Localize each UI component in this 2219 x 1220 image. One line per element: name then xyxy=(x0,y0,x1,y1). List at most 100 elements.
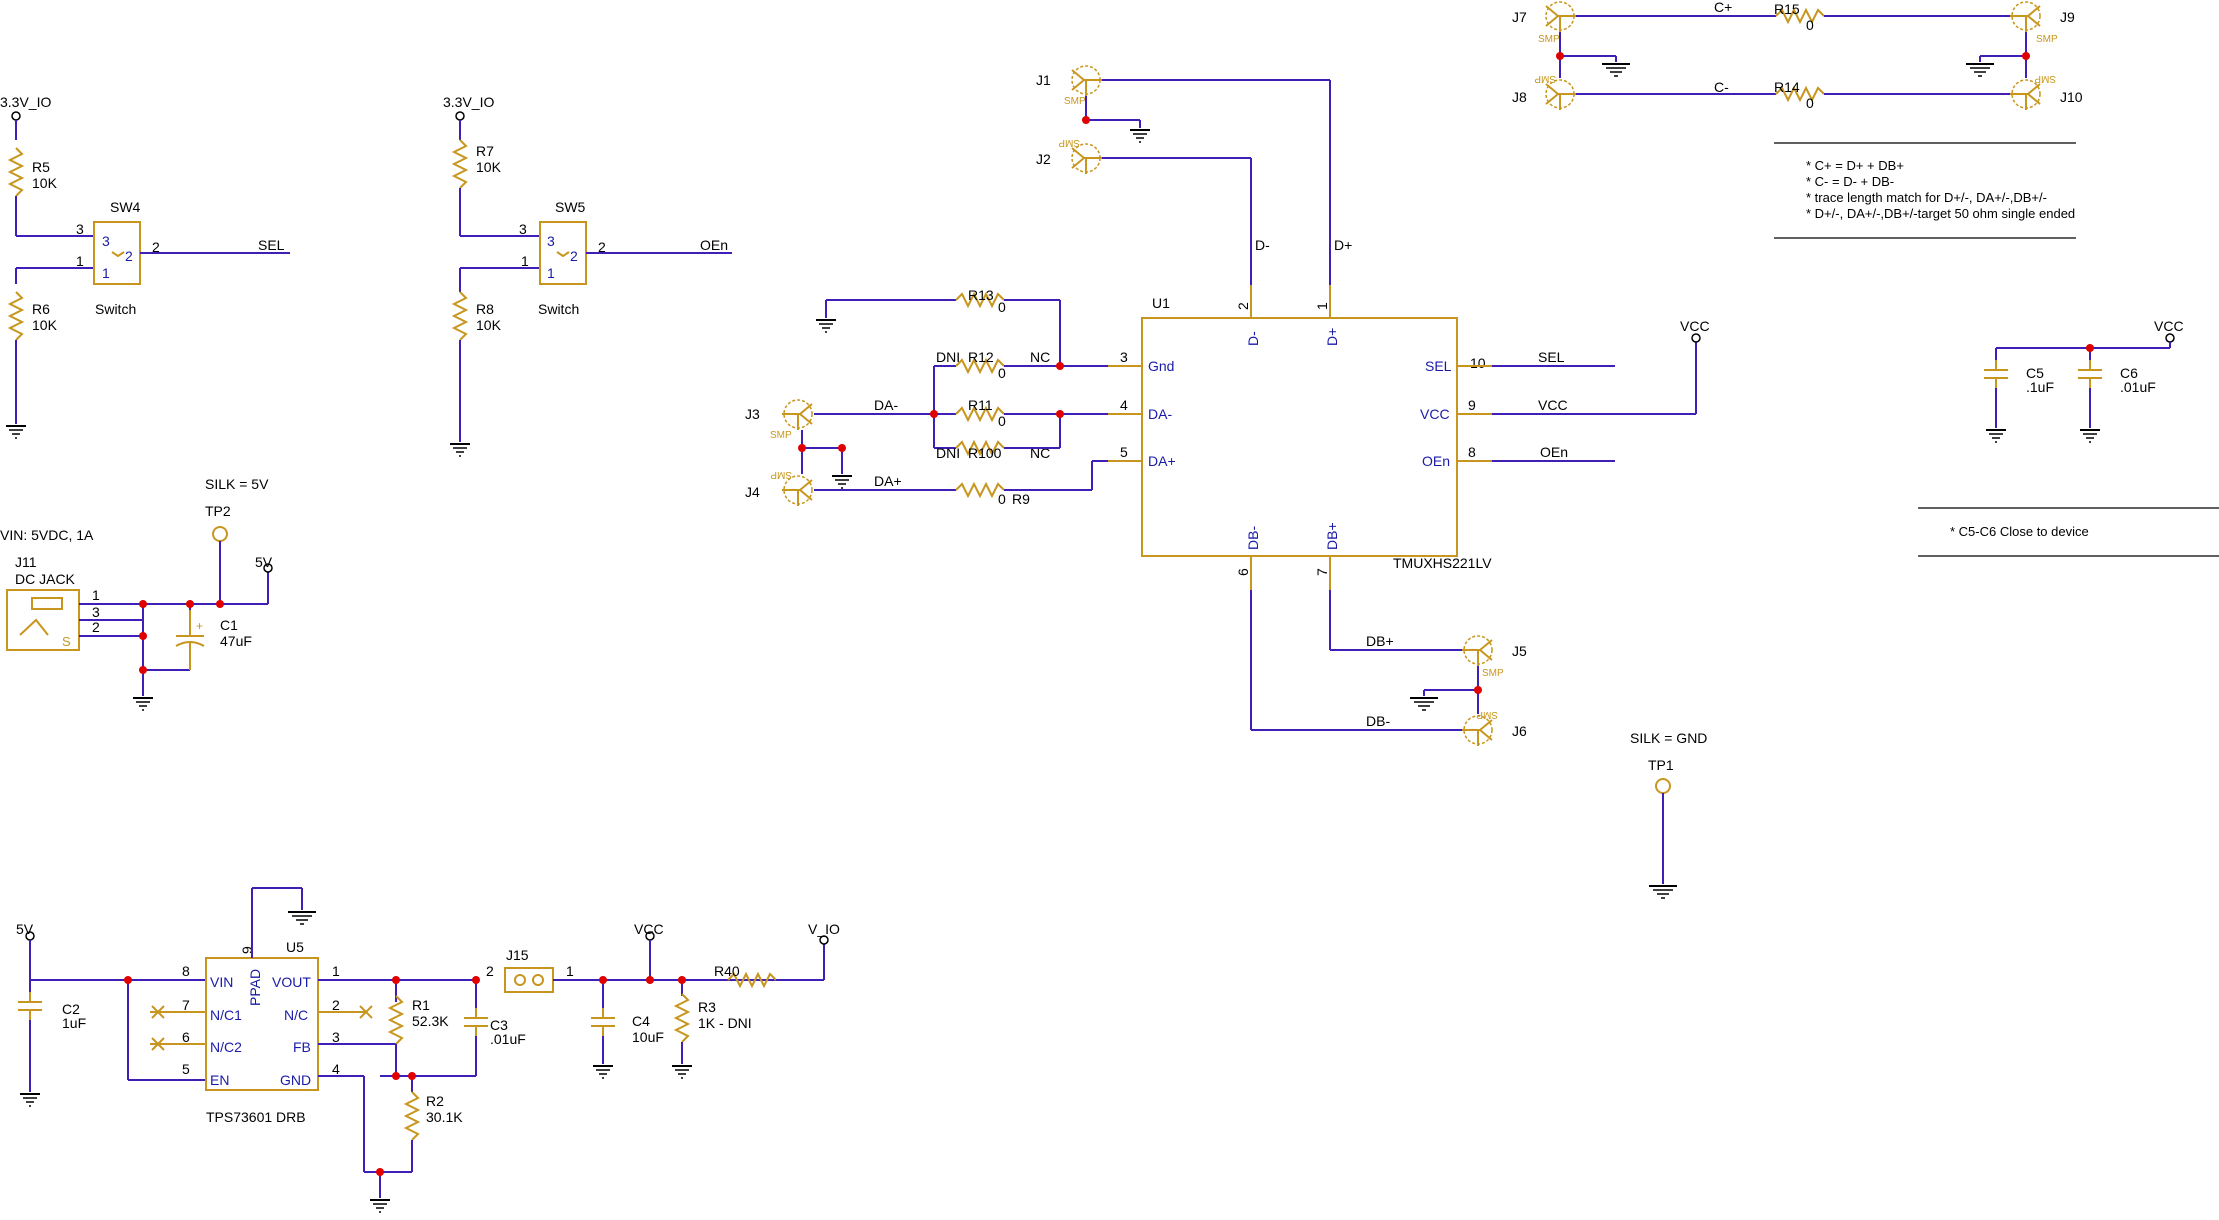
sw5-pin2: 2 xyxy=(598,239,606,255)
u5-pin-vout: VOUT xyxy=(272,974,311,990)
net-label-dbp: DB+ xyxy=(1366,633,1394,649)
r1-ref: R1 xyxy=(412,997,430,1013)
sw4-body xyxy=(93,221,141,285)
c5-c6-section: VCC C5 .1uF C6 .01uF xyxy=(1983,318,2184,443)
u1-num8: 8 xyxy=(1468,444,1476,460)
sw5-pin3: 3 xyxy=(519,221,527,237)
net-label-3v3-a: 3.3V_IO xyxy=(0,94,51,110)
u5-num6: 6 xyxy=(182,1029,190,1045)
u5-num1: 1 xyxy=(332,963,340,979)
r3-value: 1K - DNI xyxy=(698,1015,752,1031)
j6-smp: SMP xyxy=(1476,709,1498,720)
net-label-oen-u1: OEn xyxy=(1540,444,1568,460)
net-label-dp: D+ xyxy=(1334,237,1352,253)
u5-regulator: 5V C2 1uF U5 TPS73601 DRB VIN N/C1 N/C2 … xyxy=(16,887,840,1213)
j10-smp: SMP xyxy=(2034,73,2056,84)
r5-ref: R5 xyxy=(32,159,50,175)
u5-num7: 7 xyxy=(182,997,190,1013)
note-caps: * C5-C6 Close to device xyxy=(1950,524,2089,539)
silk-5v-note: SILK = 5V xyxy=(205,476,269,492)
r15-value: 0 xyxy=(1806,17,1814,33)
tp1-ref: TP1 xyxy=(1648,757,1674,773)
u1-num9: 9 xyxy=(1468,397,1476,413)
net-label-vcc-u1: VCC xyxy=(1538,397,1568,413)
u1-num4: 4 xyxy=(1120,397,1128,413)
j5-smp: SMP xyxy=(1482,668,1504,679)
sw4-pin1: 1 xyxy=(76,253,84,269)
r11-ref: R11 xyxy=(968,397,993,413)
tp1-section: SILK = GND TP1 xyxy=(1630,730,1707,899)
c5-ref: C5 xyxy=(2026,365,2044,381)
j3-ref: J3 xyxy=(745,406,760,422)
j11-pin3: 3 xyxy=(92,604,100,620)
net-label-3v3-b: 3.3V_IO xyxy=(443,94,494,110)
c5-value: .1uF xyxy=(2026,379,2054,395)
net-label-vcc-top: VCC xyxy=(1680,318,1710,334)
sw5-inner2: 2 xyxy=(570,248,578,264)
u1-num3: 3 xyxy=(1120,349,1128,365)
net-label-oen-sw5: OEn xyxy=(700,237,728,253)
c2-value: 1uF xyxy=(62,1015,86,1031)
u5-num5: 5 xyxy=(182,1061,190,1077)
r1-value: 52.3K xyxy=(412,1013,449,1029)
u1-pin-dm: D- xyxy=(1245,331,1261,346)
u1-pin-dbp: DB+ xyxy=(1324,522,1340,550)
r2-value: 30.1K xyxy=(426,1109,463,1125)
note-1: * C+ = D+ + DB+ xyxy=(1806,158,1904,173)
r15-ref: R15 xyxy=(1774,1,1800,17)
net-label-dap: DA+ xyxy=(874,473,902,489)
j9-ref: J9 xyxy=(2060,9,2075,25)
da-section: R13 0 DNI R12 0 NC J3 SMP DA- R11 0 DNI … xyxy=(745,287,1108,507)
r40-ref: R40 xyxy=(714,963,740,979)
j9-smp: SMP xyxy=(2036,34,2058,45)
tp2-ref: TP2 xyxy=(205,503,231,519)
u1-num7: 7 xyxy=(1314,568,1330,576)
db-section: DB+ J5 SMP DB- J6 SMP xyxy=(1250,590,1527,747)
net-label-vcc-u5: VCC xyxy=(634,921,664,937)
r8-value: 10K xyxy=(476,317,502,333)
tp2-pad xyxy=(212,526,228,542)
j3-smp: SMP xyxy=(770,430,792,441)
net-label-5v-u5: 5V xyxy=(16,921,34,937)
r5-value: 10K xyxy=(32,175,58,191)
r12-value: 0 xyxy=(998,365,1006,381)
u1-ref: U1 xyxy=(1152,295,1170,311)
u5-pin-vin: VIN xyxy=(210,974,233,990)
sw5-ref: SW5 xyxy=(555,199,586,215)
dc-jack-section: SILK = 5V TP2 VIN: 5VDC, 1A J11 DC JACK … xyxy=(0,476,273,711)
r3-ref: R3 xyxy=(698,999,716,1015)
j1-j2-connectors: J1 SMP J2 SMP D+ D- xyxy=(1036,65,1352,285)
sw5-inner1: 1 xyxy=(547,265,555,281)
j2-ref: J2 xyxy=(1036,151,1051,167)
net-label-dm: D- xyxy=(1255,237,1270,253)
u1-pin-vcc: VCC xyxy=(1420,406,1450,422)
net-label-cp: C+ xyxy=(1714,0,1732,15)
c2-ref: C2 xyxy=(62,1001,80,1017)
j8-smp: SMP xyxy=(1534,73,1556,84)
sw5-section: 3.3V_IO R7 10K R8 10K SW5 Switch 3 1 2 3… xyxy=(443,94,732,457)
u5-pin-nc2: N/C2 xyxy=(210,1039,242,1055)
r2-ref: R2 xyxy=(426,1093,444,1109)
note-3: * trace length match for D+/-, DA+/-,DB+… xyxy=(1806,190,2047,205)
u5-part: TPS73601 DRB xyxy=(206,1109,306,1125)
r12-nc: NC xyxy=(1030,349,1050,365)
r13-value: 0 xyxy=(998,299,1006,315)
j11-s-label: S xyxy=(62,634,71,649)
vin-note: VIN: 5VDC, 1A xyxy=(0,527,94,543)
silk-gnd-note: SILK = GND xyxy=(1630,730,1707,746)
j11-pin2: 2 xyxy=(92,619,100,635)
u1-pin-dp: D+ xyxy=(1324,328,1340,346)
sw4-inner3: 3 xyxy=(102,233,110,249)
net-label-sel-sw4: SEL xyxy=(258,237,285,253)
c3-value: .01uF xyxy=(490,1031,526,1047)
j1-smp: SMP xyxy=(1064,96,1086,107)
u1-num2: 2 xyxy=(1235,302,1251,310)
sw4-inner2: 2 xyxy=(125,248,133,264)
c1-ref: C1 xyxy=(220,617,238,633)
j2-smp: SMP xyxy=(1058,137,1080,148)
j11-pin1: 1 xyxy=(92,587,100,603)
net-label-5v-jack: 5V xyxy=(255,554,273,570)
u5-num8: 8 xyxy=(182,963,190,979)
note-4: * D+/-, DA+/-,DB+/-target 50 ohm single … xyxy=(1806,206,2075,221)
